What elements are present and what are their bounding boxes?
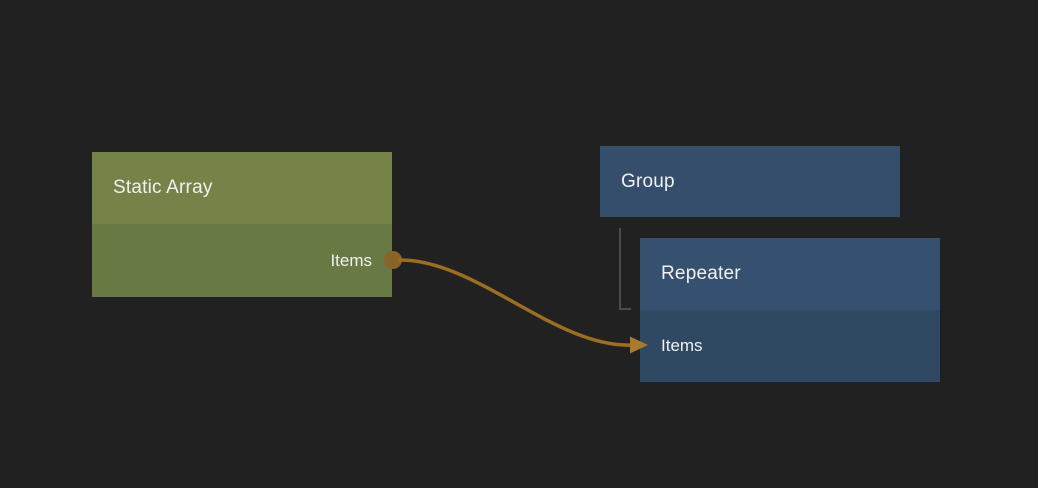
input-port-label-items: Items [661, 336, 703, 355]
connection-edge [397, 258, 633, 347]
output-port-dot-items[interactable] [384, 251, 402, 269]
node-static-array[interactable]: Static Array Items [92, 152, 392, 297]
node-repeater-title: Repeater [661, 263, 741, 284]
node-repeater[interactable]: Repeater Items [640, 238, 940, 382]
node-static-array-title: Static Array [113, 177, 213, 198]
node-group-header[interactable]: Group [600, 146, 900, 217]
node-static-array-header[interactable]: Static Array [92, 152, 392, 224]
node-repeater-input-row[interactable]: Items [640, 310, 940, 382]
node-group[interactable]: Group [600, 146, 900, 217]
output-port-label-items: Items [330, 250, 372, 270]
node-repeater-header[interactable]: Repeater [640, 238, 940, 310]
node-static-array-output-row: Items [92, 224, 392, 297]
node-group-title: Group [621, 170, 675, 192]
group-hierarchy-elbow-line [619, 228, 631, 310]
